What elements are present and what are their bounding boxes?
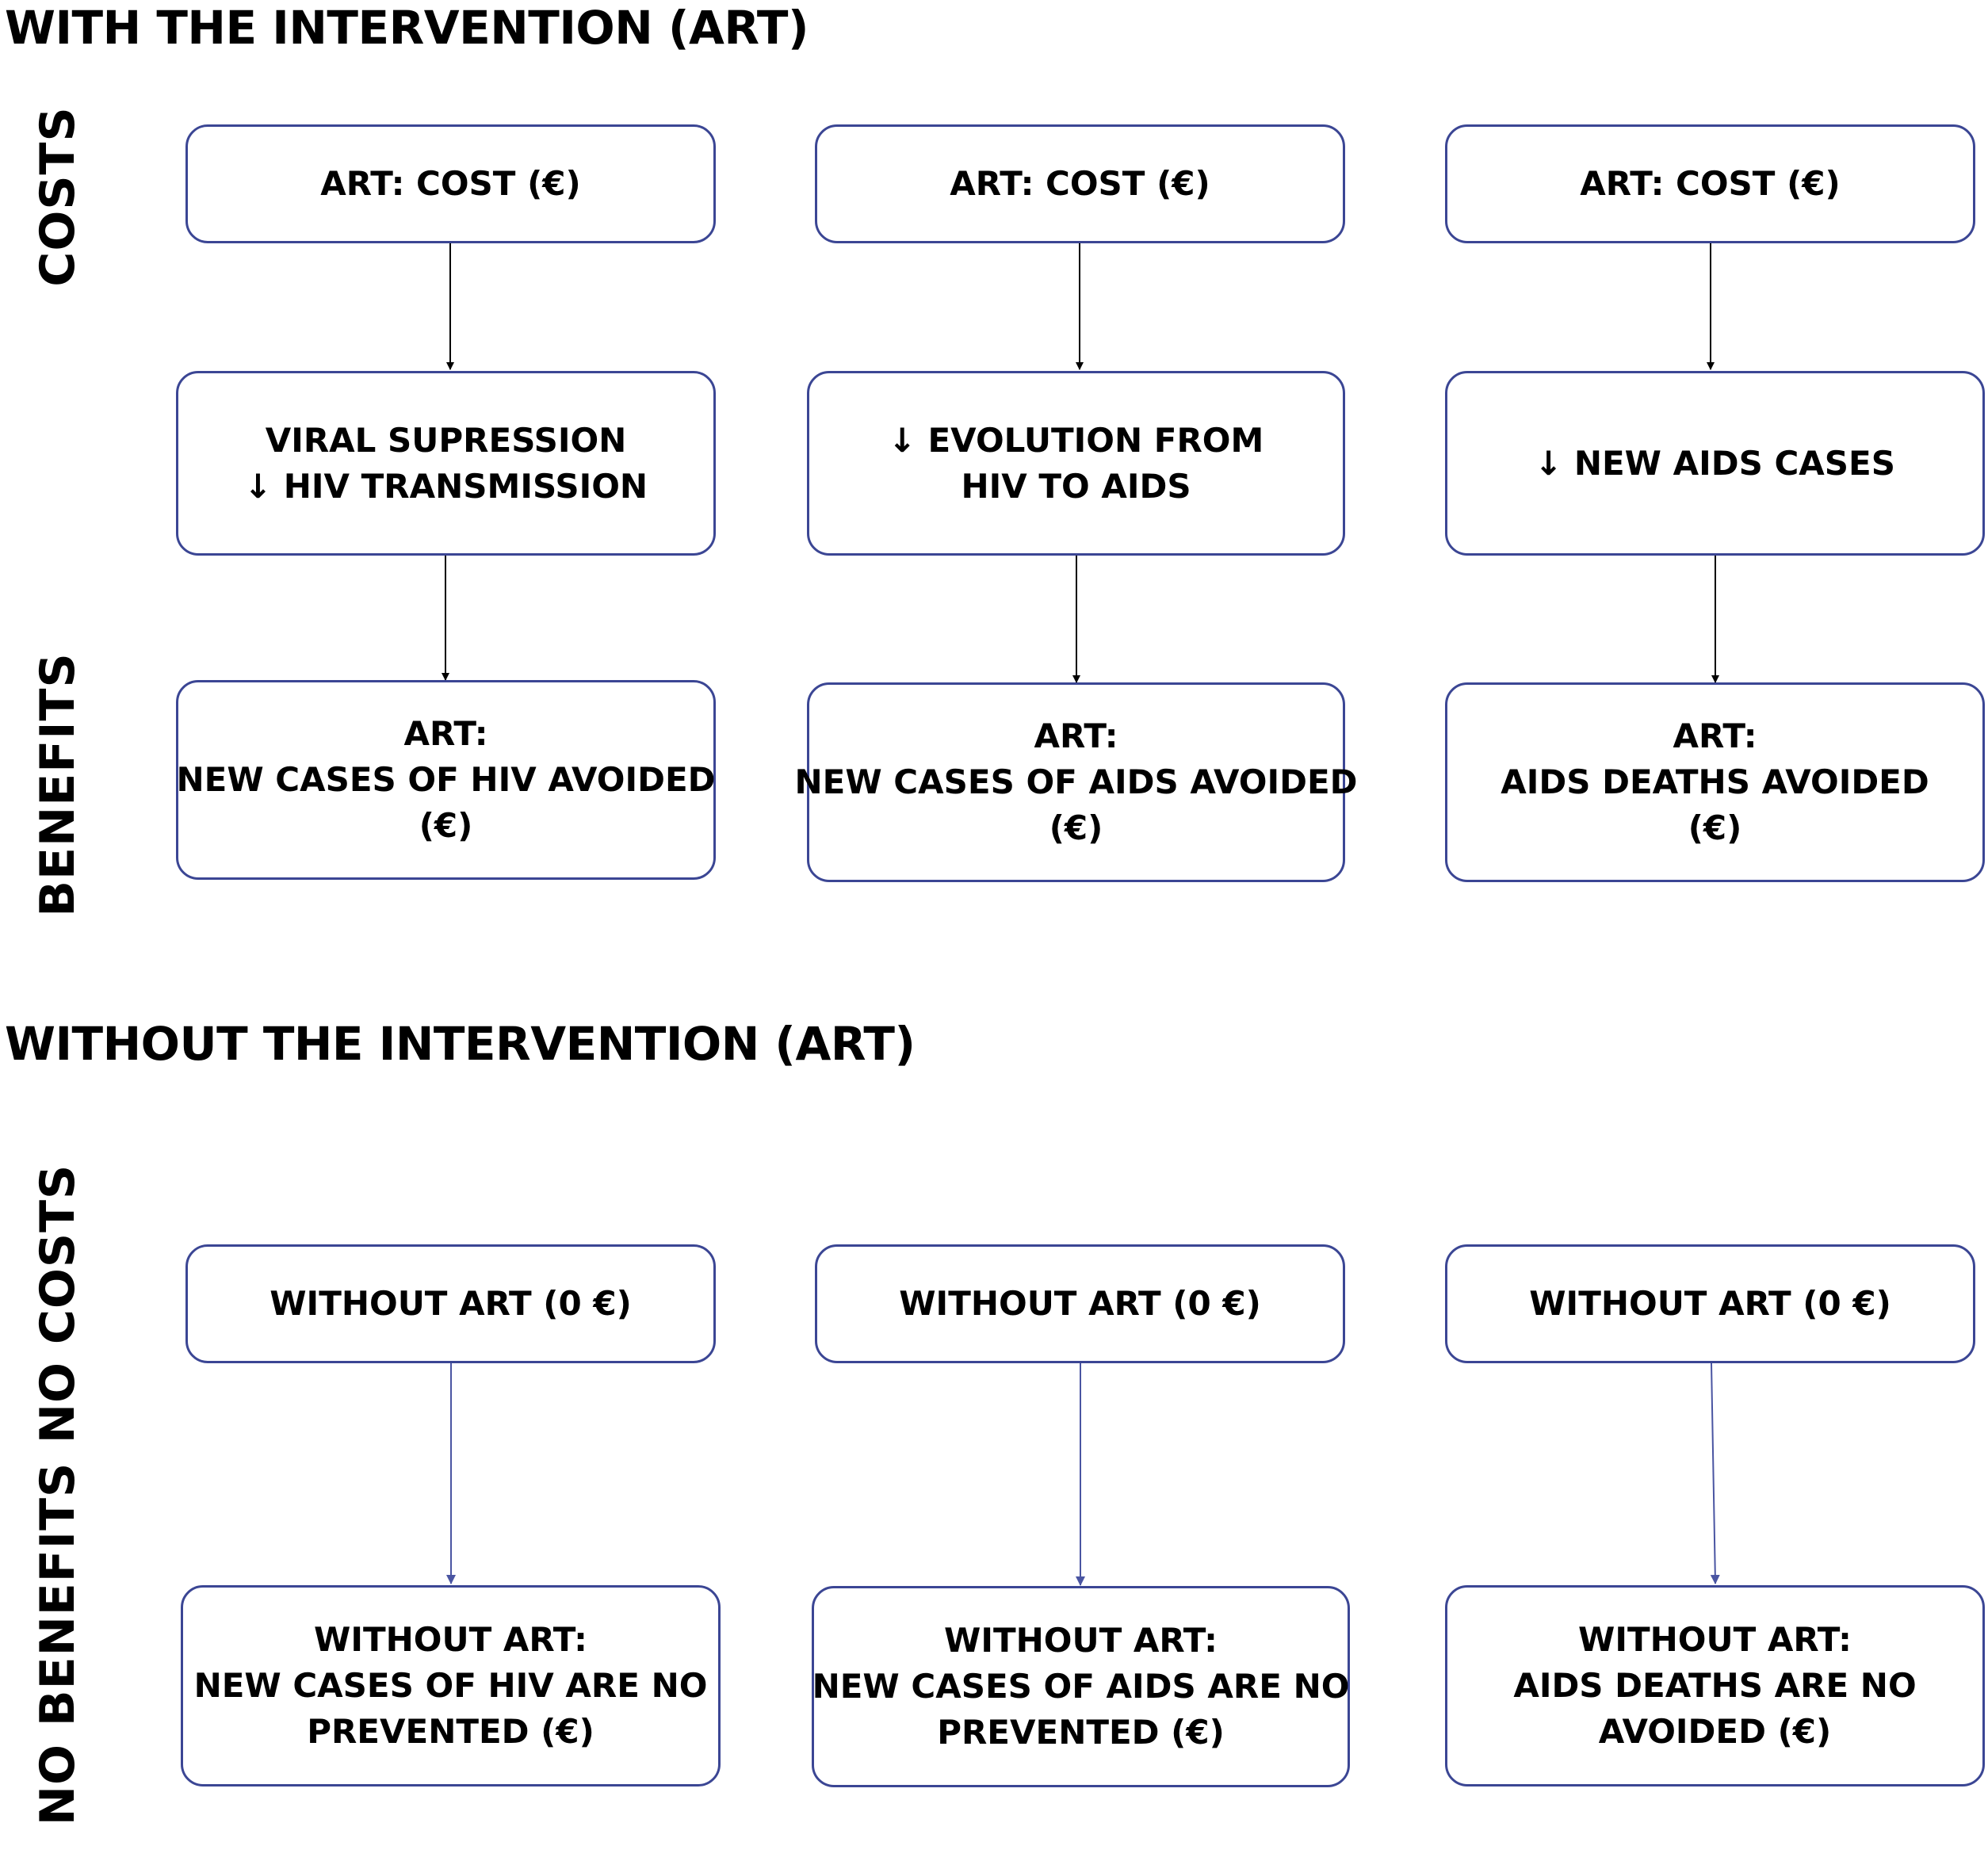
- arrow-without-3: [1710, 1362, 1720, 1584]
- box-text: (€): [1688, 808, 1742, 847]
- box-text: WITHOUT ART:: [944, 1621, 1218, 1660]
- art-cost-box-2: ART: COST (€): [815, 124, 1345, 243]
- without-art-cost-box-2: WITHOUT ART (0 €): [815, 1244, 1345, 1363]
- box-text: WITHOUT ART:: [314, 1620, 587, 1659]
- viral-suppression-box: VIRAL SUPRESSION ↓ HIV TRANSMISSION: [176, 371, 716, 556]
- aids-deaths-not-avoided-box: WITHOUT ART: AIDS DEATHS ARE NO AVOIDED …: [1445, 1585, 1985, 1786]
- art-cost-box-1: ART: COST (€): [185, 124, 716, 243]
- box-text: HIV TO AIDS: [961, 466, 1191, 506]
- box-text: VIRAL SUPRESSION: [265, 420, 627, 460]
- box-text: NEW CASES OF AIDS AVOIDED: [794, 762, 1358, 801]
- box-text: ART: COST (€): [1580, 164, 1841, 203]
- hiv-not-prevented-box: WITHOUT ART: NEW CASES OF HIV ARE NO PRE…: [181, 1585, 721, 1786]
- box-text: AIDS DEATHS AVOIDED: [1501, 762, 1929, 801]
- without-intervention-title: WITHOUT THE INTERVENTION (ART): [5, 1017, 916, 1071]
- box-text: ART:: [1034, 717, 1118, 755]
- aids-deaths-avoided-box: ART: AIDS DEATHS AVOIDED (€): [1445, 682, 1985, 882]
- box-text: NEW CASES OF HIV AVOIDED: [176, 760, 716, 799]
- hiv-avoided-box: ART: NEW CASES OF HIV AVOIDED (€): [176, 680, 716, 880]
- box-text: NEW CASES OF HIV ARE NO: [193, 1666, 708, 1705]
- box-text: ART:: [403, 714, 488, 753]
- box-text: WITHOUT ART (0 €): [270, 1284, 632, 1323]
- box-text: ART: COST (€): [950, 164, 1210, 203]
- box-text: AVOIDED (€): [1598, 1712, 1832, 1751]
- box-text: ↓ HIV TRANSMISSION: [243, 466, 648, 506]
- box-text: PREVENTED (€): [937, 1713, 1225, 1752]
- without-art-cost-box-1: WITHOUT ART (0 €): [185, 1244, 716, 1363]
- box-text: ↓ NEW AIDS CASES: [1535, 443, 1895, 483]
- box-text: WITHOUT ART (0 €): [1529, 1284, 1891, 1323]
- without-art-cost-box-3: WITHOUT ART (0 €): [1445, 1244, 1975, 1363]
- box-text: ART:: [1673, 717, 1757, 755]
- with-intervention-title: WITH THE INTERVENTION (ART): [5, 1, 809, 55]
- box-text: (€): [419, 806, 473, 845]
- box-text: NEW CASES OF AIDS ARE NO: [812, 1667, 1350, 1706]
- box-text: PREVENTED (€): [307, 1712, 594, 1751]
- box-text: WITHOUT ART:: [1578, 1620, 1852, 1659]
- box-text: (€): [1049, 808, 1103, 847]
- box-text: WITHOUT ART (0 €): [899, 1284, 1261, 1323]
- box-text: ↓ EVOLUTION FROM: [888, 420, 1264, 460]
- aids-not-prevented-box: WITHOUT ART: NEW CASES OF AIDS ARE NO PR…: [812, 1586, 1350, 1787]
- art-cost-box-3: ART: COST (€): [1445, 124, 1975, 243]
- evolution-hiv-aids-box: ↓ EVOLUTION FROM HIV TO AIDS: [807, 371, 1345, 556]
- new-aids-cases-box: ↓ NEW AIDS CASES: [1445, 371, 1985, 556]
- box-text: ART: COST (€): [320, 164, 581, 203]
- box-text: AIDS DEATHS ARE NO: [1513, 1666, 1917, 1705]
- aids-avoided-box: ART: NEW CASES OF AIDS AVOIDED (€): [795, 682, 1358, 882]
